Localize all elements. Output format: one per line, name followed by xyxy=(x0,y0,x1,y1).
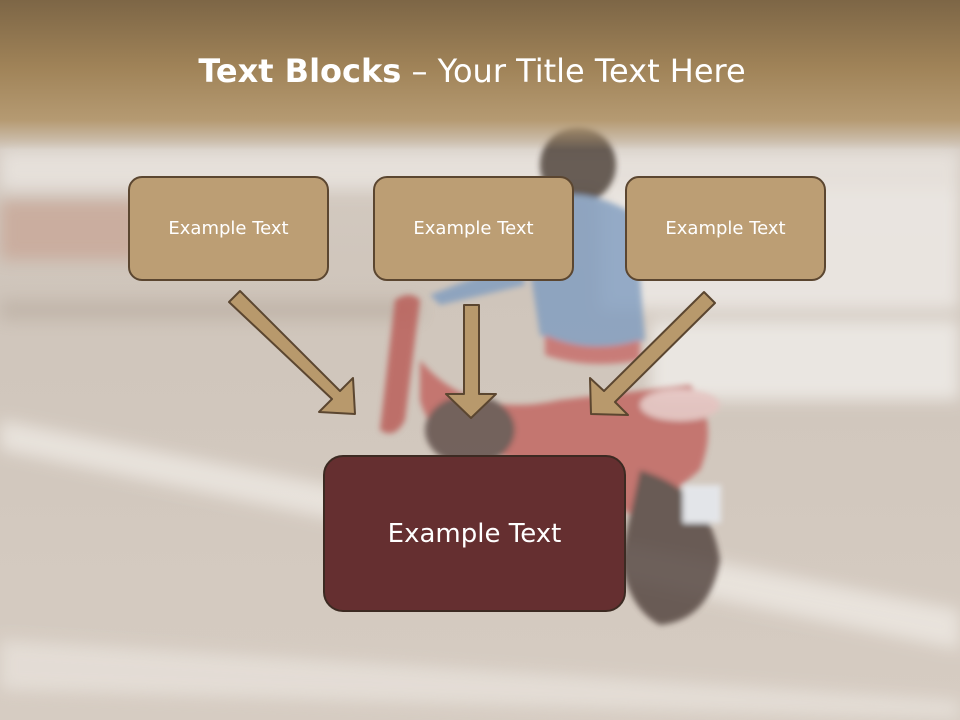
target-text-block[interactable]: Example Text xyxy=(323,455,626,612)
header-band xyxy=(0,0,960,150)
text-block-3-label: Example Text xyxy=(665,218,786,239)
title-subtitle-part: – Your Title Text Here xyxy=(401,52,746,90)
text-block-2[interactable]: Example Text xyxy=(373,176,574,281)
text-block-1-label: Example Text xyxy=(168,218,289,239)
text-block-1[interactable]: Example Text xyxy=(128,176,329,281)
text-block-2-label: Example Text xyxy=(413,218,534,239)
target-text-block-label: Example Text xyxy=(387,518,562,549)
slide-title: Text Blocks – Your Title Text Here xyxy=(0,52,944,90)
title-bold-part: Text Blocks xyxy=(198,52,402,90)
text-block-3[interactable]: Example Text xyxy=(625,176,826,281)
